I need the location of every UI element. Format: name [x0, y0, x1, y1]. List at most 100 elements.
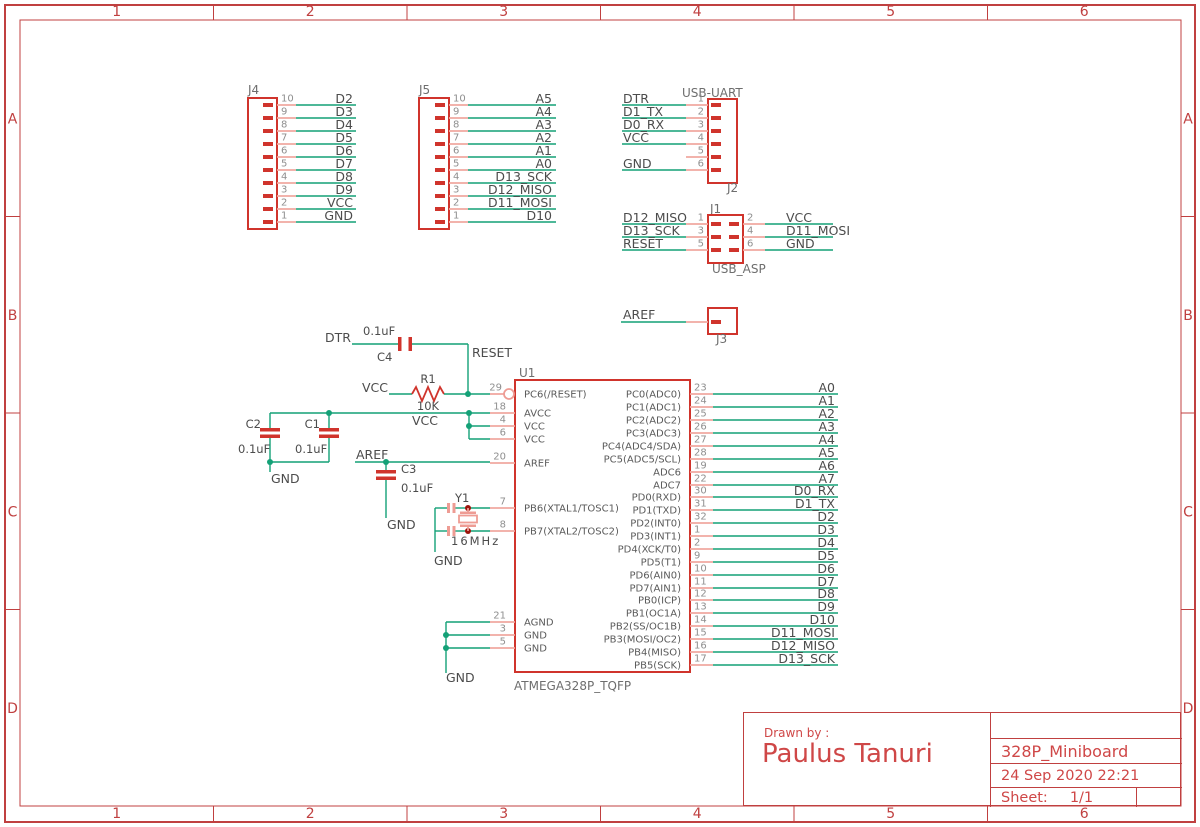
capacitor-plate	[408, 337, 412, 351]
pin-name: PD3(INT1)	[630, 532, 681, 543]
capacitor-plate	[260, 428, 280, 432]
net-label: D12_MISO	[771, 638, 835, 653]
net-label: D13_SCK	[495, 169, 552, 184]
frame-row-label: A	[8, 111, 18, 127]
pin-number: 24	[694, 396, 707, 407]
net-label: D13_SCK	[778, 651, 835, 666]
pin-name: ADC7	[653, 481, 681, 492]
pin-dot	[711, 103, 721, 107]
net-label: VCC	[623, 130, 649, 145]
pin-name: AVCC	[524, 409, 551, 420]
sheet-value: 1/1	[1069, 790, 1094, 806]
pin-dot	[711, 222, 721, 226]
project-title: 328P_Miniboard	[991, 738, 1182, 763]
pin-number: 22	[694, 474, 707, 485]
pin-number: 4	[281, 172, 287, 183]
pin-number: 5	[453, 159, 459, 170]
pin-number: 7	[500, 497, 506, 508]
pin-dot	[263, 181, 273, 185]
net-label: GND	[271, 471, 300, 486]
net-label: D9	[817, 599, 835, 614]
net-label: A5	[818, 445, 835, 460]
pin-name: PD4(XCK/T0)	[618, 545, 681, 556]
net-label: AREF	[623, 307, 655, 322]
capacitor-plate	[447, 526, 450, 536]
pin-number: 1	[698, 94, 704, 105]
capacitor-plate	[319, 434, 339, 438]
pin-number: 4	[747, 226, 753, 237]
frame-column-label: 3	[499, 806, 508, 822]
pin-number: 4	[698, 133, 704, 144]
pin-number: 6	[500, 428, 506, 439]
pin-name: PB0(ICP)	[638, 596, 681, 607]
pin-number: 7	[281, 133, 287, 144]
sheet-border-outer	[4, 4, 1196, 823]
pin-dot	[435, 181, 445, 185]
pin-dot	[729, 222, 739, 226]
component-ref: C1	[305, 417, 320, 431]
capacitor-plate	[452, 503, 456, 513]
pin-number: 12	[694, 589, 707, 600]
net-label: D12_MISO	[488, 182, 552, 197]
pin-number: 1	[281, 211, 287, 222]
pin-number: 2	[281, 198, 287, 209]
net-label: A1	[535, 143, 552, 158]
capacitor-plate	[260, 434, 280, 438]
frame-column-label: 3	[499, 4, 508, 20]
pin-name: VCC	[524, 422, 545, 433]
title-block-drawnby-cell: Drawn by : Paulus Tanuri	[744, 713, 991, 807]
net-label: GND	[324, 208, 353, 223]
net-label: A2	[535, 130, 552, 145]
net-label: D2	[817, 509, 835, 524]
net-label: D2	[335, 91, 353, 106]
pin-name: AGND	[524, 618, 554, 629]
component-value: 0.1uF	[363, 324, 395, 338]
net-label: D1_TX	[795, 496, 835, 511]
pin-dot	[435, 116, 445, 120]
pin-name: PC4(ADC4/SDA)	[602, 442, 681, 453]
net-label: D7	[335, 156, 353, 171]
pin-number: 25	[694, 409, 707, 420]
pin-number: 19	[694, 461, 707, 472]
net-label: D8	[817, 586, 835, 601]
pin-name: PD6(AIN0)	[629, 571, 681, 582]
resistor-symbol	[411, 384, 445, 404]
net-label: A3	[535, 117, 552, 132]
pin-dot	[711, 116, 721, 120]
connector-ref: J1	[709, 202, 721, 216]
pin-number: 2	[453, 198, 459, 209]
pin-dot	[729, 235, 739, 239]
connector-ref: J3	[715, 332, 727, 346]
net-label: A0	[818, 380, 835, 395]
net-label: RESET	[472, 345, 512, 360]
pin-number: 8	[281, 120, 287, 131]
net-label: VCC	[786, 210, 812, 225]
pin-number: 27	[694, 435, 707, 446]
pin-number: 4	[453, 172, 459, 183]
ic-part-name: ATMEGA328P_TQFP	[514, 679, 631, 693]
net-label: D10	[526, 208, 552, 223]
connector-body	[418, 97, 450, 230]
schematic-date: 24 Sep 2020 22:21	[991, 763, 1182, 787]
net-label: GND	[623, 156, 652, 171]
pin-name: PC6(/RESET)	[524, 390, 587, 401]
frame-row-label: C	[8, 504, 18, 520]
pin-name: PB4(MISO)	[628, 648, 681, 659]
pin-number: 2	[747, 213, 753, 224]
net-label: D3	[335, 104, 353, 119]
pin-dot	[263, 168, 273, 172]
sheet-label: Sheet:	[1001, 790, 1048, 806]
pin-number: 5	[500, 637, 506, 648]
net-label: D11_MOSI	[786, 223, 850, 238]
pin-number: 18	[493, 402, 506, 413]
pin-number: 3	[453, 185, 459, 196]
net-label: A2	[818, 406, 835, 421]
pin-number: 2	[694, 538, 700, 549]
net-label: AREF	[356, 447, 388, 462]
connector-body	[707, 214, 744, 264]
pin-name: PB3(MOSI/OC2)	[604, 635, 682, 646]
frame-row-label: A	[1183, 111, 1193, 127]
pin-number: 8	[453, 120, 459, 131]
pin-number: 13	[694, 602, 707, 613]
